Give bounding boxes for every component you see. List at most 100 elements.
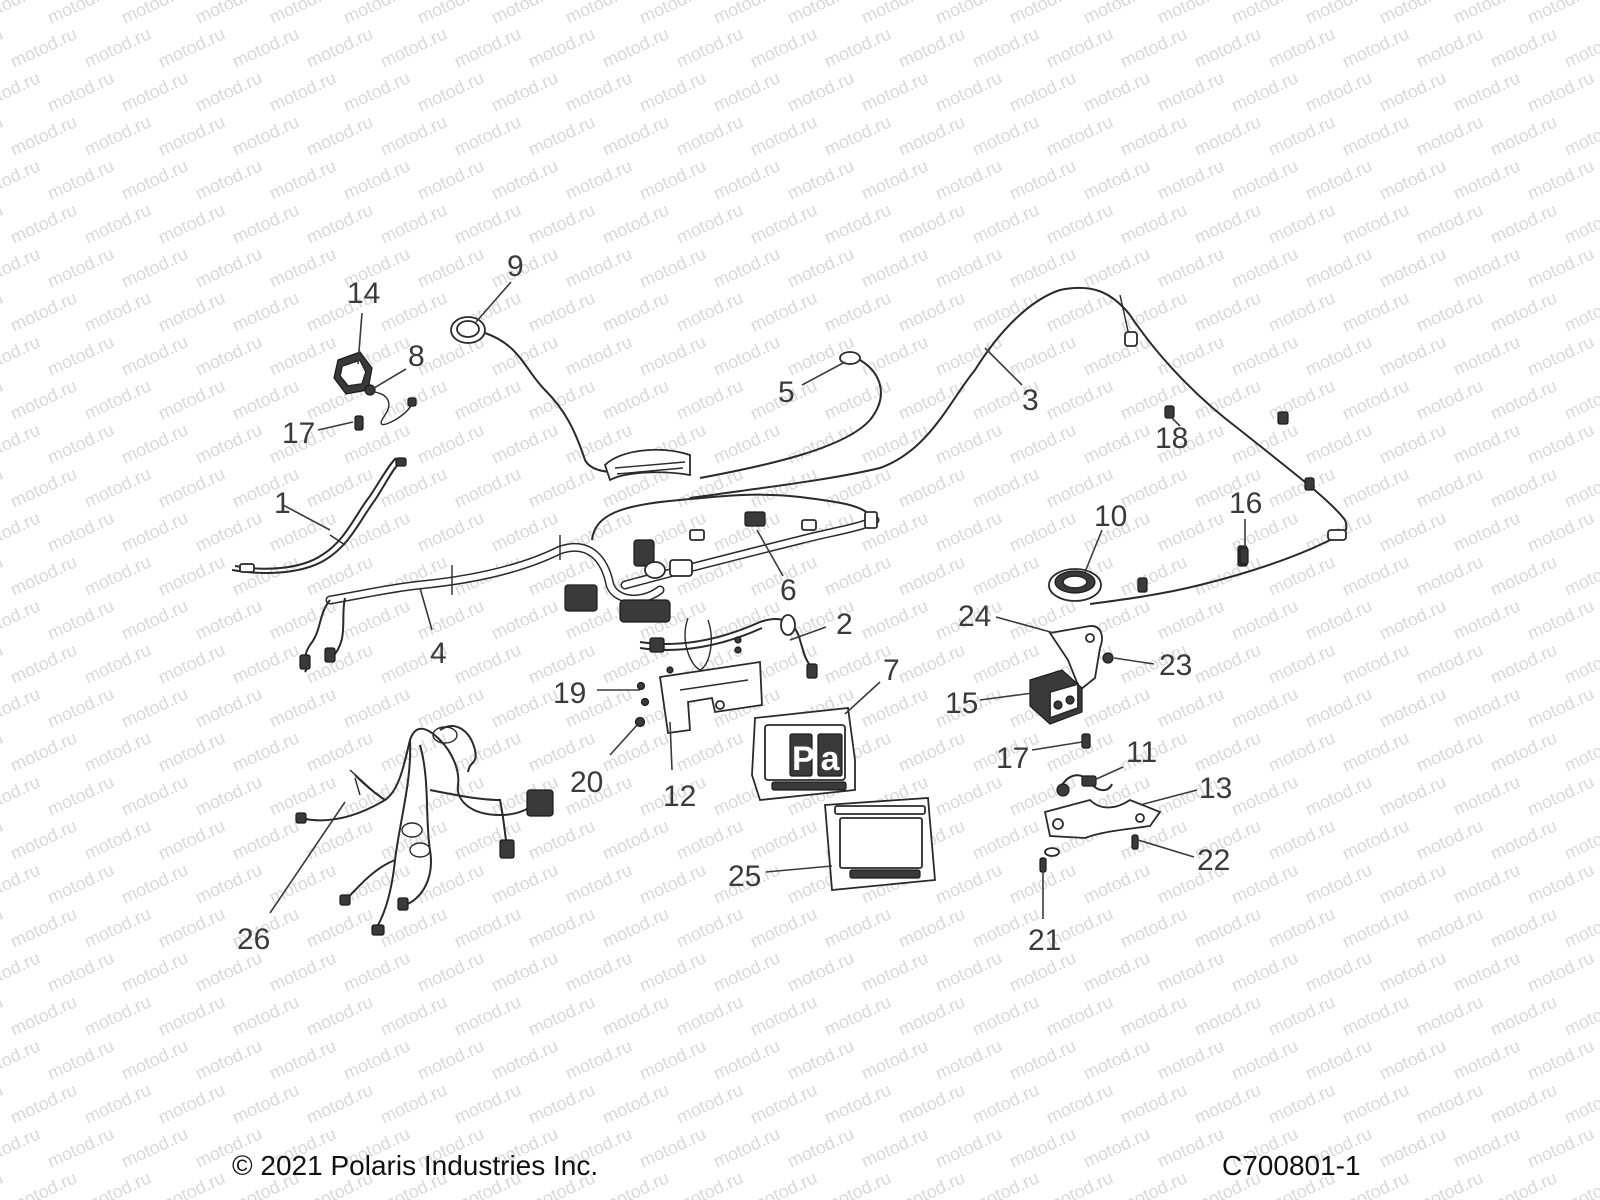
watermark-text: motod.ru (1339, 287, 1412, 335)
watermark-text: motod.ru (1524, 771, 1597, 819)
watermark-text: motod.ru (303, 23, 376, 71)
watermark-text: motod.ru (1265, 463, 1338, 511)
watermark-text: motod.ru (229, 639, 302, 687)
watermark-text: motod.ru (1080, 243, 1153, 291)
watermark-text: motod.ru (710, 331, 783, 379)
watermark-text: motod.ru (44, 67, 117, 115)
watermark-text: motod.ru (0, 243, 43, 291)
watermark-text: motod.ru (377, 23, 450, 71)
watermark-text: motod.ru (1524, 683, 1597, 731)
watermark-text: motod.ru (0, 331, 43, 379)
watermark-text: motod.ru (451, 903, 524, 951)
watermark-text: motod.ru (488, 947, 561, 995)
watermark-text: motod.ru (229, 199, 302, 247)
watermark-text: motod.ru (895, 23, 968, 71)
watermark-text: motod.ru (414, 0, 487, 28)
watermark-text: motod.ru (303, 903, 376, 951)
watermark-text: motod.ru (414, 683, 487, 731)
watermark-text: motod.ru (1450, 595, 1523, 643)
callout-24: 24 (958, 600, 991, 633)
watermark-text: motod.ru (636, 331, 709, 379)
watermark-text: motod.ru (1302, 595, 1375, 643)
watermark-text: motod.ru (7, 199, 80, 247)
watermark-text: motod.ru (525, 903, 598, 951)
watermark-text: motod.ru (1080, 0, 1153, 28)
drawing-number: C700801-1 (1222, 1150, 1361, 1181)
watermark-text: motod.ru (1339, 991, 1412, 1039)
watermark-text: motod.ru (44, 595, 117, 643)
watermark-text: motod.ru (858, 683, 931, 731)
watermark-text: motod.ru (1413, 375, 1486, 423)
watermark-text: motod.ru (747, 815, 820, 863)
watermark-text: motod.ru (1413, 1167, 1486, 1200)
watermark-text: motod.ru (969, 1167, 1042, 1200)
watermark-text: motod.ru (932, 419, 1005, 467)
watermark-text: motod.ru (0, 463, 6, 511)
watermark-text: motod.ru (858, 947, 931, 995)
watermark-text: motod.ru (451, 639, 524, 687)
watermark-text: motod.ru (858, 243, 931, 291)
watermark-text: motod.ru (784, 0, 857, 28)
watermark-text: motod.ru (1413, 463, 1486, 511)
watermark-text: motod.ru (1524, 507, 1597, 555)
watermark-text: motod.ru (1117, 1167, 1190, 1200)
watermark-text: motod.ru (229, 23, 302, 71)
watermark-text: motod.ru (0, 23, 6, 71)
watermark-text: motod.ru (1080, 419, 1153, 467)
watermark-text: motod.ru (710, 243, 783, 291)
watermark-text: motod.ru (192, 155, 265, 203)
callout-14: 14 (347, 277, 380, 310)
watermark-text: motod.ru (118, 859, 191, 907)
watermark-text: motod.ru (7, 1167, 80, 1200)
watermark-text: motod.ru (1561, 727, 1600, 775)
watermark-text: motod.ru (118, 419, 191, 467)
watermark-text: motod.ru (44, 419, 117, 467)
part-23-fastener (1102, 652, 1114, 664)
watermark-text: motod.ru (1154, 507, 1227, 555)
callout-2: 2 (836, 608, 853, 641)
watermark-text: motod.ru (266, 331, 339, 379)
watermark-text: motod.ru (1191, 199, 1264, 247)
watermark-text: motod.ru (451, 1079, 524, 1127)
watermark-text: motod.ru (1376, 155, 1449, 203)
watermark-text: motod.ru (710, 947, 783, 995)
watermark-text: motod.ru (414, 243, 487, 291)
watermark-text: motod.ru (44, 683, 117, 731)
watermark-text: motod.ru (118, 683, 191, 731)
watermark-text: motod.ru (118, 1035, 191, 1083)
watermark-text: motod.ru (1376, 947, 1449, 995)
callout-11: 11 (1126, 736, 1157, 769)
watermark-text: motod.ru (266, 1035, 339, 1083)
watermark-text: motod.ru (1561, 551, 1600, 599)
watermark-text: motod.ru (1154, 683, 1227, 731)
mount-plate (603, 448, 691, 482)
watermark-text: motod.ru (340, 507, 413, 555)
watermark-text: motod.ru (1117, 111, 1190, 159)
watermark-text: motod.ru (969, 551, 1042, 599)
part-17-fastener-lower (1081, 733, 1091, 749)
watermark-text: motod.ru (340, 1035, 413, 1083)
watermark-text: motod.ru (821, 1079, 894, 1127)
watermark-text: motod.ru (1376, 771, 1449, 819)
watermark-text: motod.ru (858, 155, 931, 203)
watermark-text: motod.ru (932, 155, 1005, 203)
part-15-module (1029, 669, 1083, 725)
watermark-text: motod.ru (1043, 991, 1116, 1039)
watermark-text: motod.ru (1006, 507, 1079, 555)
watermark-text: motod.ru (599, 375, 672, 423)
watermark-text: motod.ru (636, 155, 709, 203)
watermark-text: motod.ru (192, 859, 265, 907)
watermark-text: motod.ru (932, 243, 1005, 291)
watermark-text: motod.ru (488, 243, 561, 291)
watermark-text: motod.ru (1561, 199, 1600, 247)
watermark-text: motod.ru (747, 199, 820, 247)
watermark-text: motod.ru (1450, 331, 1523, 379)
watermark-text: motod.ru (1561, 23, 1600, 71)
watermark-text: motod.ru (747, 1079, 820, 1127)
watermark-text: motod.ru (1265, 111, 1338, 159)
watermark-text: motod.ru (673, 727, 746, 775)
callout-17-upper: 17 (282, 417, 315, 450)
watermark-text: motod.ru (192, 771, 265, 819)
watermark-text: motod.ru (1302, 155, 1375, 203)
watermark-text: motod.ru (44, 771, 117, 819)
